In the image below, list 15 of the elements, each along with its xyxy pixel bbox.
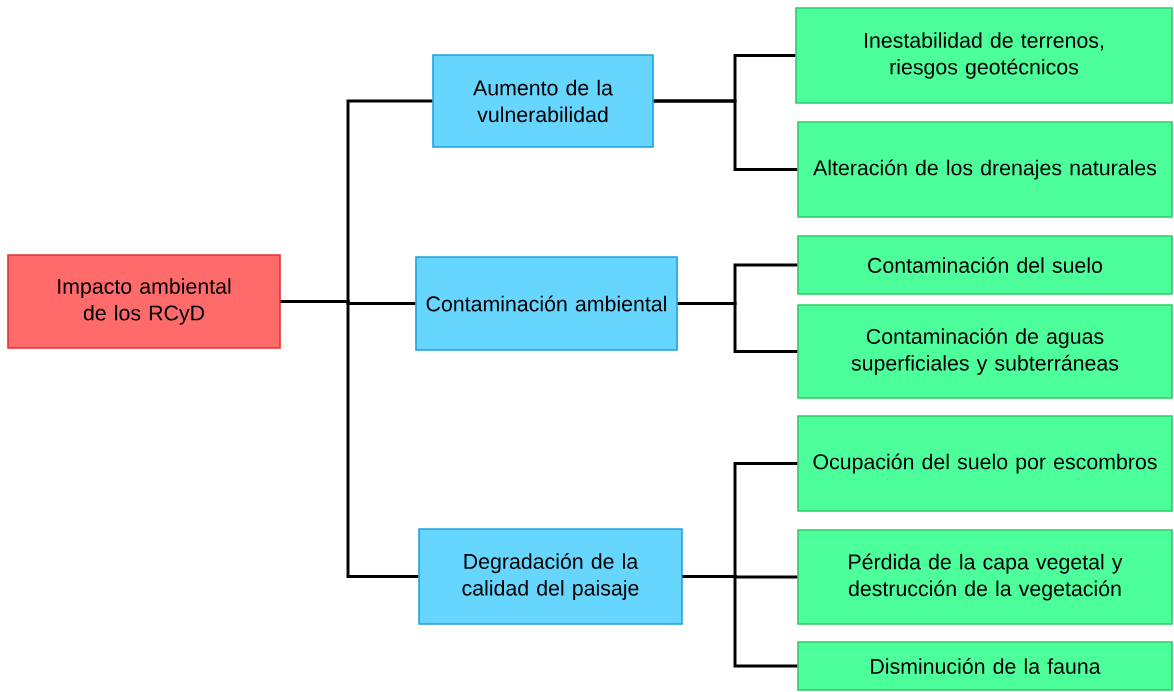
category-box: Degradación de la calidad del paisaje bbox=[418, 528, 683, 625]
effect-box: Alteración de los drenajes naturales bbox=[797, 121, 1173, 218]
effect-box: Contaminación del suelo bbox=[797, 235, 1173, 295]
connector-line bbox=[280, 300, 419, 578]
connector-line bbox=[682, 575, 798, 668]
effect-box: Ocupación del suelo por escombros bbox=[797, 415, 1173, 512]
category-box: Contaminación ambiental bbox=[415, 256, 678, 351]
connector-line bbox=[677, 302, 798, 353]
connector-line bbox=[653, 99, 798, 171]
category-box: Aumento de la vulnerabilidad bbox=[432, 54, 654, 148]
effect-box: Inestabilidad de terrenos, riesgos geotécnicos bbox=[795, 7, 1173, 104]
effect-box: Pérdida de la capa vegetal y destrucción de la vegetación bbox=[797, 529, 1173, 625]
effect-box: Contaminación de aguas superficiales y subterráneas bbox=[797, 304, 1173, 399]
effect-box: Disminución de la fauna bbox=[797, 641, 1173, 691]
root-box: Impacto ambiental de los RCyD bbox=[7, 254, 281, 349]
